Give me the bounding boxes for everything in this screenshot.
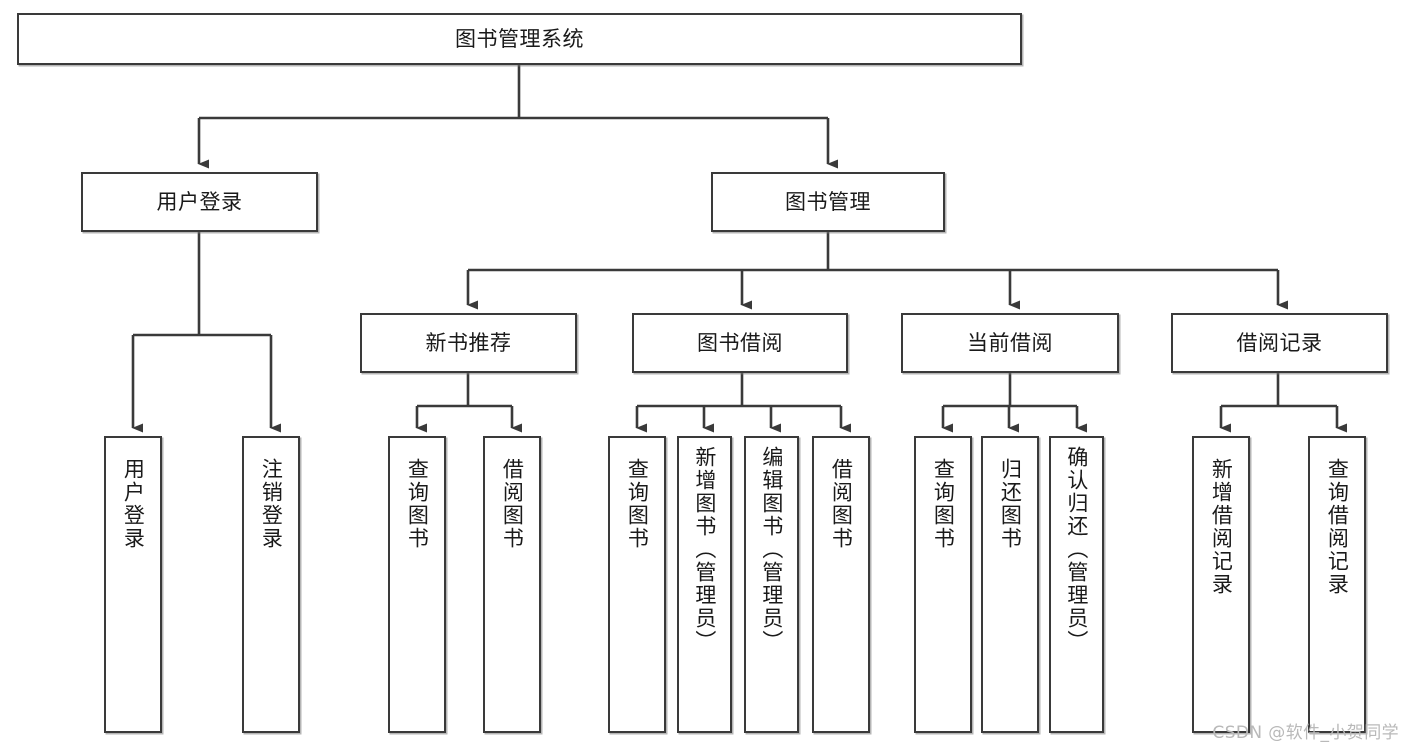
node-leaf-query-book-3[interactable]: 查询图书 — [914, 436, 972, 733]
node-label-leaf-query-borrow-record: 查询借阅记录 — [1325, 458, 1350, 596]
node-user-login[interactable]: 用户登录 — [81, 172, 318, 232]
node-leaf-add-book[interactable]: 新增图书（管理员） — [677, 436, 732, 733]
node-label-leaf-add-borrow-record: 新增借阅记录 — [1209, 458, 1234, 596]
node-label-leaf-user-logout: 注销登录 — [259, 458, 284, 550]
node-label-user-login: 用户登录 — [156, 189, 243, 214]
node-label-leaf-edit-book: 编辑图书（管理员） — [759, 446, 784, 653]
node-leaf-borrow-book-2[interactable]: 借阅图书 — [812, 436, 870, 733]
node-label-borrow-record: 借阅记录 — [1236, 330, 1323, 355]
node-label-leaf-add-book: 新增图书（管理员） — [692, 446, 717, 653]
node-label-new-book-recommend: 新书推荐 — [425, 330, 512, 355]
node-label-leaf-confirm-return: 确认归还（管理员） — [1064, 446, 1089, 653]
node-leaf-user-login[interactable]: 用户登录 — [104, 436, 162, 733]
node-leaf-query-book-1[interactable]: 查询图书 — [388, 436, 446, 733]
node-label-leaf-borrow-book-1: 借阅图书 — [500, 458, 525, 550]
node-label-root: 图书管理系统 — [455, 26, 584, 51]
node-label-leaf-query-book-2: 查询图书 — [625, 458, 650, 550]
node-leaf-add-borrow-record[interactable]: 新增借阅记录 — [1192, 436, 1250, 733]
node-label-leaf-user-login: 用户登录 — [121, 458, 146, 550]
node-borrow-record[interactable]: 借阅记录 — [1171, 313, 1388, 373]
node-leaf-confirm-return[interactable]: 确认归还（管理员） — [1049, 436, 1104, 733]
csdn-watermark: CSDN @软件_小贺同学 — [1212, 723, 1399, 743]
node-leaf-edit-book[interactable]: 编辑图书（管理员） — [744, 436, 799, 733]
node-book-manage[interactable]: 图书管理 — [711, 172, 945, 232]
node-leaf-return-book[interactable]: 归还图书 — [981, 436, 1039, 733]
node-label-leaf-query-book-1: 查询图书 — [405, 458, 430, 550]
node-label-current-borrow: 当前借阅 — [967, 330, 1053, 355]
node-leaf-user-logout[interactable]: 注销登录 — [242, 436, 300, 733]
node-label-leaf-return-book: 归还图书 — [998, 458, 1023, 550]
node-leaf-query-borrow-record[interactable]: 查询借阅记录 — [1308, 436, 1366, 733]
node-book-borrow[interactable]: 图书借阅 — [632, 313, 848, 373]
node-leaf-borrow-book-1[interactable]: 借阅图书 — [483, 436, 541, 733]
node-root-system[interactable]: 图书管理系统 — [17, 13, 1022, 65]
node-new-book-recommend[interactable]: 新书推荐 — [360, 313, 577, 373]
node-label-leaf-borrow-book-2: 借阅图书 — [829, 458, 854, 550]
node-label-book-manage: 图书管理 — [785, 189, 871, 214]
node-label-book-borrow: 图书借阅 — [697, 330, 783, 355]
node-leaf-query-book-2[interactable]: 查询图书 — [608, 436, 666, 733]
node-current-borrow[interactable]: 当前借阅 — [901, 313, 1119, 373]
node-label-leaf-query-book-3: 查询图书 — [931, 458, 956, 550]
